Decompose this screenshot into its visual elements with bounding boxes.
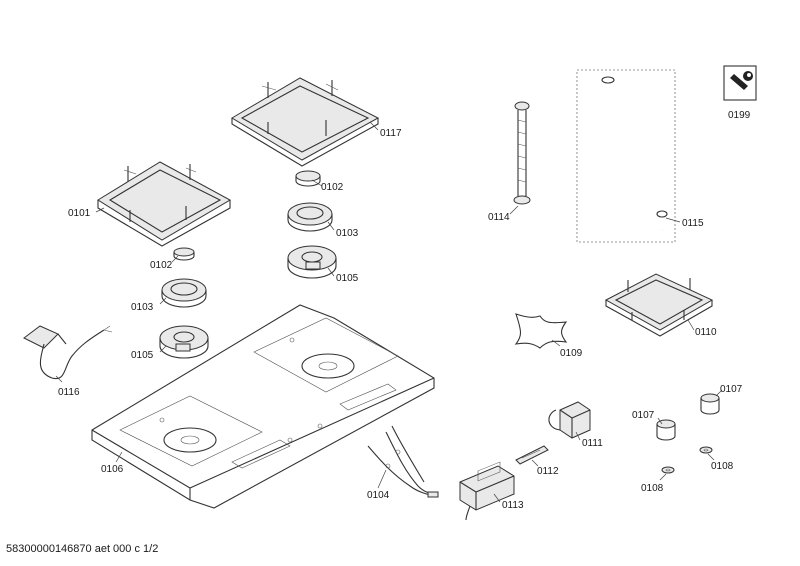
- label-hob-top-0106: 0106: [101, 464, 124, 475]
- burner-0105-right: [287, 245, 337, 279]
- label-switch-0111: 0111: [582, 438, 603, 449]
- wiring-0104: [367, 425, 439, 498]
- label-strip-0112: 0112: [537, 466, 559, 477]
- label-ring-0103-right: 0103: [336, 228, 359, 239]
- label-cap-0102-right: 0102: [321, 182, 344, 193]
- label-gas-pipe-0114: 0114: [488, 212, 510, 223]
- label-tool-box-0199: 0199: [728, 110, 751, 121]
- knob-0107-left: [656, 419, 676, 441]
- label-wok-adapter-0109: 0109: [560, 348, 583, 359]
- label-grate-0110: 0110: [695, 327, 717, 338]
- switch-0111: [548, 401, 591, 439]
- label-burner-0105-right: 0105: [336, 273, 359, 284]
- wok-adapter-0109: [514, 313, 568, 349]
- label-knob-0107-left: 0107: [632, 410, 655, 421]
- cap-0102-right: [295, 170, 321, 187]
- knob-0107-right: [700, 393, 720, 415]
- burner-0105-left: [159, 325, 209, 359]
- label-power-cable-0116: 0116: [58, 387, 80, 398]
- document-code: 58300000146870 aet 000 c 1/2: [6, 543, 159, 555]
- label-washer-0108-left: 0108: [641, 483, 664, 494]
- label-control-module-0113: 0113: [502, 500, 524, 511]
- grate-0117: [231, 77, 380, 167]
- hob-top-0106: [91, 304, 435, 509]
- washer-0108-left: [661, 466, 675, 474]
- control-module-0113: [459, 461, 515, 521]
- washer-0108-right: [699, 446, 713, 454]
- label-cap-0102-left: 0102: [150, 260, 173, 271]
- grate-0110: [604, 273, 714, 337]
- ring-0103-right: [287, 202, 333, 232]
- gas-hose-0115: [576, 69, 676, 243]
- label-burner-0105-left: 0105: [131, 350, 154, 361]
- cap-0102-left: [173, 247, 195, 261]
- label-grate-0117: 0117: [380, 128, 402, 139]
- part-labels: 0101 0102 0102 0103 0103 0104 0105 0105 …: [58, 110, 751, 511]
- strip-0112: [515, 445, 549, 465]
- ring-0103-left: [161, 278, 207, 308]
- tool-box-0199: [723, 65, 757, 101]
- label-washer-0108-right: 0108: [711, 461, 734, 472]
- grate-0101: [97, 161, 232, 247]
- leader-lines: [55, 121, 723, 503]
- power-cable-0116: [23, 325, 113, 380]
- label-ring-0103-left: 0103: [131, 302, 154, 313]
- gas-pipe-0114: [513, 101, 531, 205]
- label-knob-0107-right: 0107: [720, 384, 743, 395]
- label-gas-hose-0115: 0115: [682, 218, 704, 229]
- label-wiring-0104: 0104: [367, 490, 390, 501]
- label-grate-0101: 0101: [68, 208, 91, 219]
